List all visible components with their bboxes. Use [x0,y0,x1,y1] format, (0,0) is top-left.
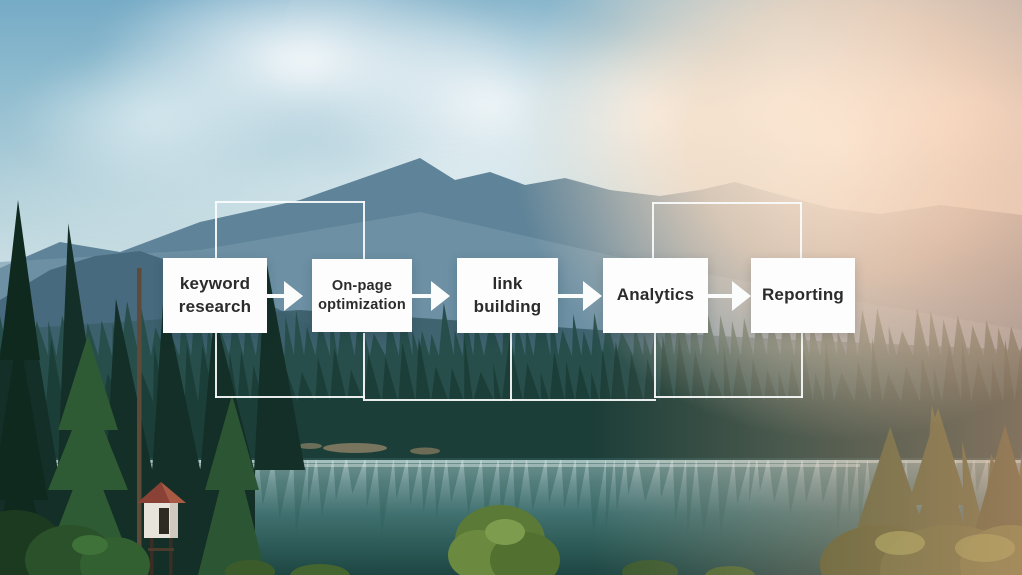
flow-step-label: On-page optimization [318,277,406,313]
hut-door [159,508,169,534]
tree-trunk [137,268,142,575]
outline-segment [363,399,512,401]
outline-segment [215,333,217,398]
flow-step-keyword-research: keyword research [163,258,267,333]
outline-segment [510,399,656,401]
outline-segment [652,202,654,258]
outline-segment [215,201,217,258]
outline-segment [215,201,365,203]
bush-shore [225,560,755,575]
flow-step-label: Reporting [761,285,845,305]
outline-segment [363,201,365,259]
shore-sand [410,447,440,455]
bush-cluster-center [448,505,560,575]
outline-segment [801,333,803,398]
flow-step-label: keyword research [178,274,252,316]
outline-segment [654,396,803,398]
flow-step-link-building: link building [457,258,558,333]
outline-segment [215,396,365,398]
flow-step-analytics: Analytics [603,258,708,333]
shore-sand [298,443,322,449]
outline-segment [800,202,802,258]
flow-step-label: link building [473,274,542,316]
outline-segment [363,333,365,399]
shore-sand [323,443,387,453]
lake-hut [137,482,186,575]
bush-cluster-right [820,525,1022,575]
flow-step-label: Analytics [616,285,695,305]
flow-step-reporting: Reporting [751,258,855,333]
outline-segment [652,202,802,204]
outline-segment [510,333,512,401]
water-light-line [0,464,860,467]
flow-step-on-page-optimization: On-page optimization [312,259,412,332]
bush-cluster-left [0,510,150,575]
bright-spruce-small [198,395,266,575]
outline-segment [654,333,656,398]
